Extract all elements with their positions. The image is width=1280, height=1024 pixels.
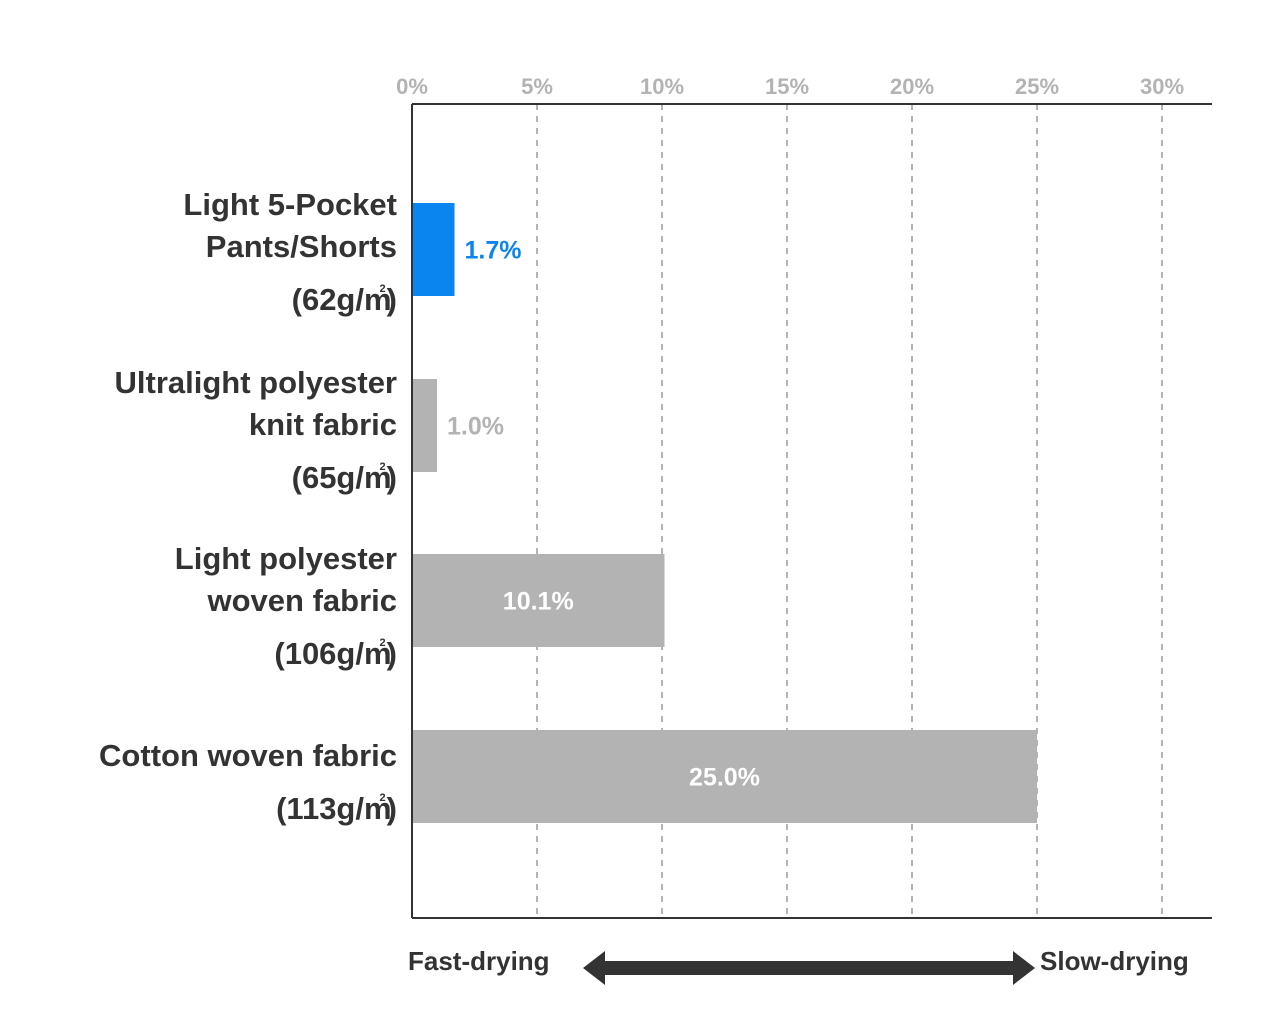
- value-labels: 1.7% 1.0% 10.1% 25.0%: [447, 237, 760, 792]
- bar: [413, 203, 455, 296]
- bar-value-label: 25.0%: [689, 764, 760, 792]
- x-tick-label: 15%: [765, 74, 809, 99]
- category-label-line: (65g/m2): [7, 446, 397, 499]
- x-tick-label: 0%: [396, 74, 428, 99]
- bar-value-label: 1.0%: [447, 413, 504, 441]
- category-label-line: Ultralight polyester: [114, 365, 398, 400]
- x-tick-label: 20%: [890, 74, 934, 99]
- closing-paren: ): [386, 282, 397, 317]
- x-tick-label: 30%: [1140, 74, 1184, 99]
- weight-text: (113g/m: [276, 791, 392, 826]
- category-label-line: knit fabric: [248, 407, 397, 442]
- legend-fast-drying: Fast-drying: [408, 946, 550, 976]
- weight-text: (62g/m: [291, 282, 392, 317]
- bar: [413, 379, 437, 472]
- x-tick-label: 10%: [640, 74, 684, 99]
- category-label-line: (106g/m2): [7, 622, 397, 675]
- bar: [413, 730, 1037, 823]
- category-label-line: Light 5-Pocket: [183, 187, 397, 222]
- category-label-line: (62g/m2): [7, 268, 397, 321]
- legend-slow-drying: Slow-drying: [1040, 946, 1189, 976]
- bars: [413, 203, 1037, 823]
- closing-paren: ): [386, 636, 397, 671]
- x-tick-labels: 0% 5% 10% 15% 20% 25% 30%: [396, 74, 1184, 99]
- bar: [413, 554, 665, 647]
- superscript: 2: [379, 283, 386, 295]
- category-label-line: woven fabric: [207, 583, 398, 618]
- closing-paren: ): [386, 791, 397, 826]
- category-label-line: Cotton woven fabric: [99, 738, 397, 773]
- gridlines: [536, 104, 1163, 918]
- closing-paren: ): [386, 460, 397, 495]
- weight-text: (65g/m: [291, 460, 392, 495]
- category-label-ultralight-polyester: Ultralight polyester knit fabric (65g/m2…: [7, 362, 398, 499]
- category-label-line: (113g/m2): [7, 777, 397, 830]
- x-tick-label: 25%: [1015, 74, 1059, 99]
- axes: [411, 103, 1212, 919]
- superscript: 2: [379, 461, 386, 473]
- category-label-light-5-pocket: Light 5-Pocket Pants/Shorts (62g/m2): [7, 184, 397, 321]
- category-label-line: Light polyester: [174, 541, 397, 576]
- weight-text: (106g/m: [274, 636, 392, 671]
- category-label-line: Pants/Shorts: [205, 229, 397, 264]
- x-tick-label: 5%: [521, 74, 553, 99]
- bar-value-label: 10.1%: [503, 588, 574, 616]
- superscript: 2: [379, 637, 386, 649]
- bar-value-label: 1.7%: [465, 237, 522, 265]
- category-label-light-polyester-woven: Light polyester woven fabric (106g/m2): [7, 538, 397, 675]
- superscript: 2: [379, 792, 386, 804]
- double-arrow-icon: [583, 951, 1035, 985]
- category-label-cotton-woven: Cotton woven fabric (113g/m2): [7, 735, 397, 830]
